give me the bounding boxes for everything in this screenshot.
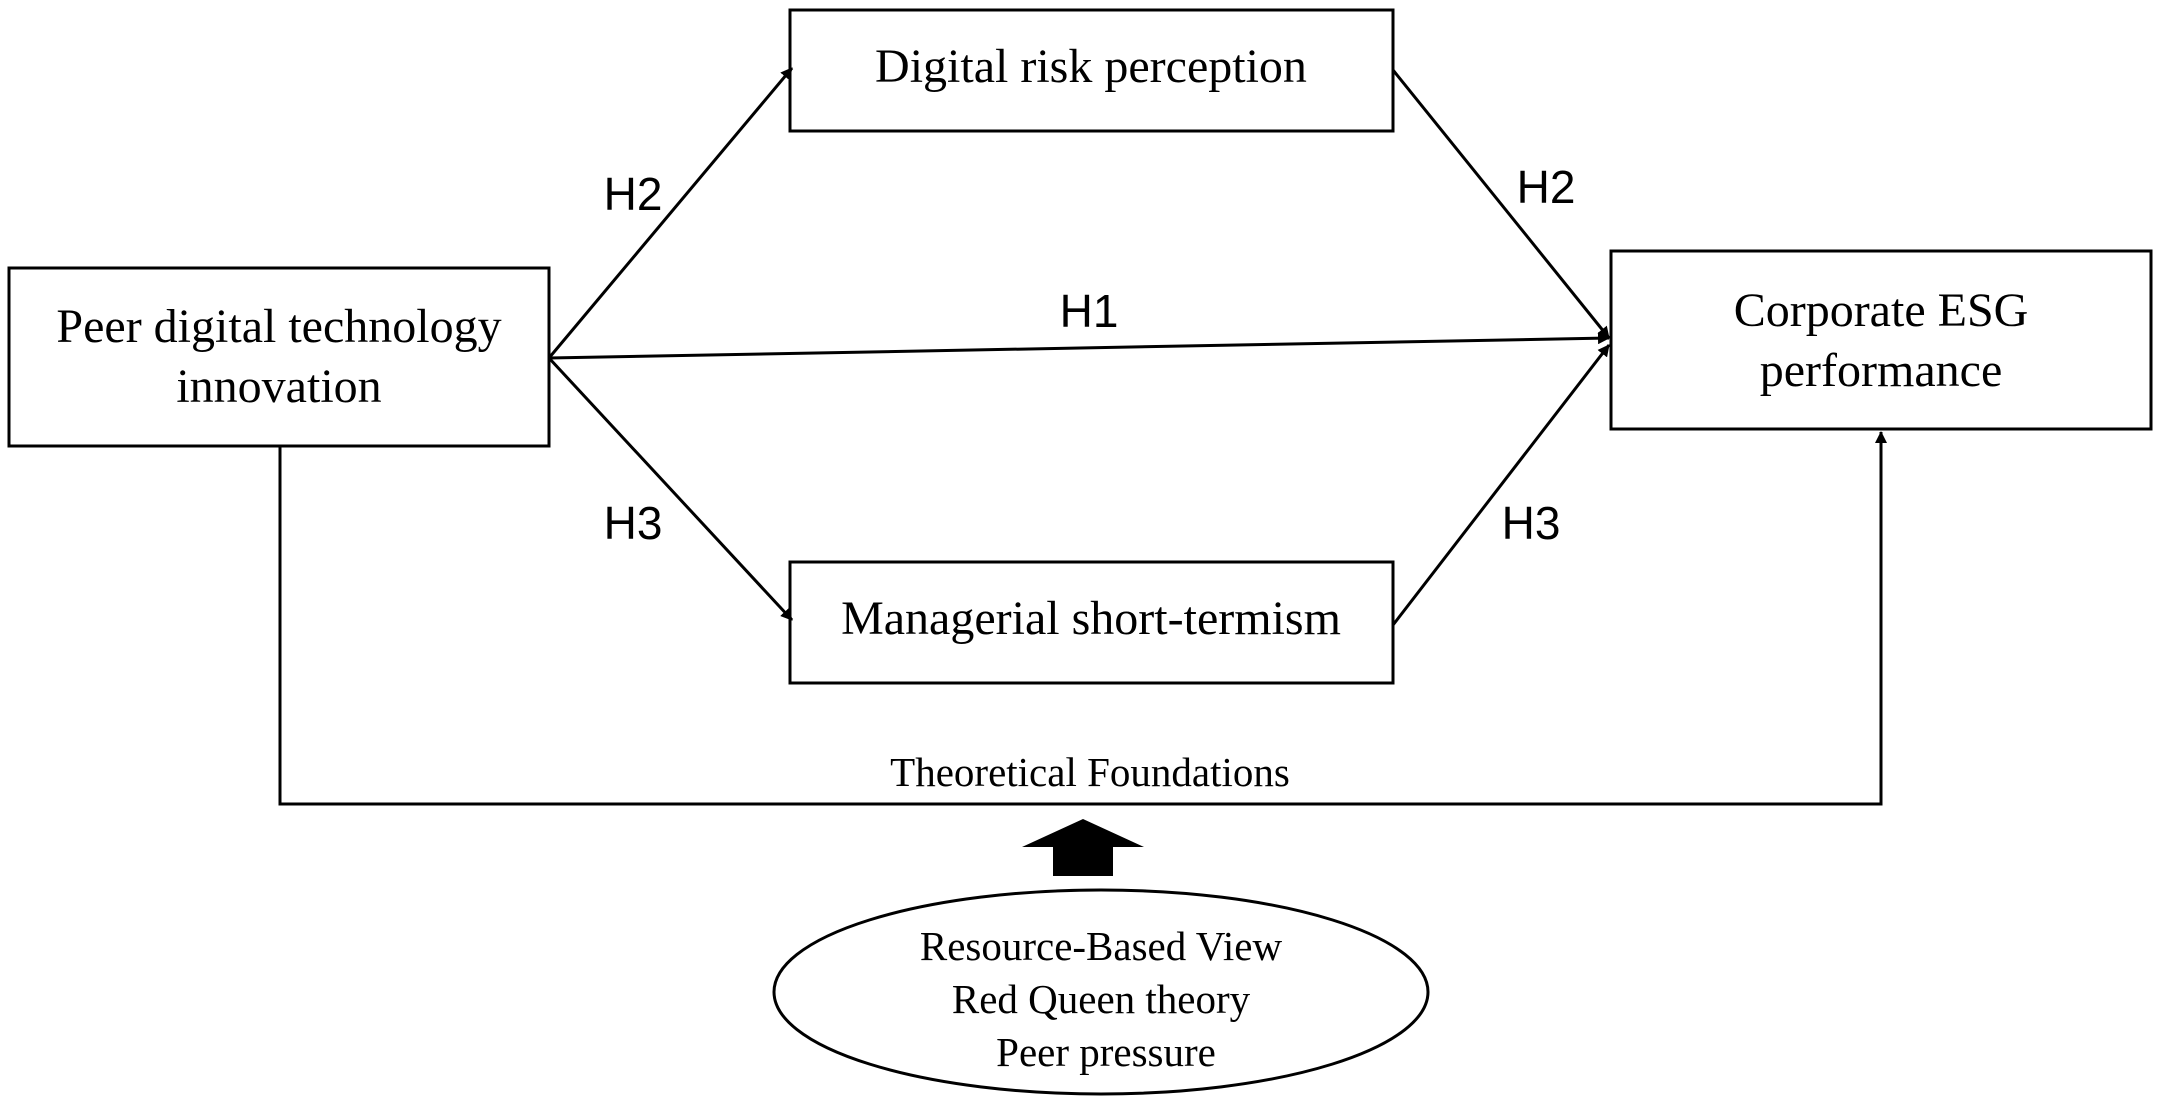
esg-performance-label-line2: performance — [1760, 344, 2003, 397]
digital-risk-box — [788, 8, 1395, 133]
arrow-peer-to-short — [547, 356, 794, 622]
theoretical-foundations-label: Theoretical Foundations — [890, 749, 1290, 795]
h2-label-left: H2 — [604, 168, 663, 220]
esg-performance-box — [1609, 249, 2153, 431]
h3-label-right: H3 — [1502, 497, 1561, 549]
arrow-peer-to-risk — [547, 67, 794, 359]
peer-innovation-box — [7, 266, 551, 448]
short-termism-label: Managerial short-termism — [841, 592, 1341, 645]
theories-ellipse — [772, 888, 1430, 1096]
peer-innovation-label-line1: Peer digital technology — [56, 300, 501, 353]
peer-innovation-label-line2: innovation — [176, 360, 381, 413]
h3-label-left: H3 — [604, 497, 663, 549]
arrow-peer-to-esg — [548, 332, 1610, 360]
short-termism-box — [788, 560, 1395, 685]
theory-peer-pressure: Peer pressure — [996, 1029, 1216, 1075]
h1-label: H1 — [1060, 285, 1119, 337]
digital-risk-label: Digital risk perception — [875, 40, 1307, 93]
arrow-risk-to-esg — [1391, 69, 1611, 339]
theory-resource-based-view: Resource-Based View — [920, 923, 1283, 969]
foundation-up-arrow-icon — [1022, 819, 1144, 876]
h2-label-right: H2 — [1517, 161, 1576, 213]
esg-performance-label-line1: Corporate ESG — [1734, 284, 2029, 337]
foundation-connector — [278, 431, 1887, 806]
arrow-short-to-esg — [1391, 344, 1611, 626]
theory-red-queen: Red Queen theory — [952, 976, 1251, 1022]
